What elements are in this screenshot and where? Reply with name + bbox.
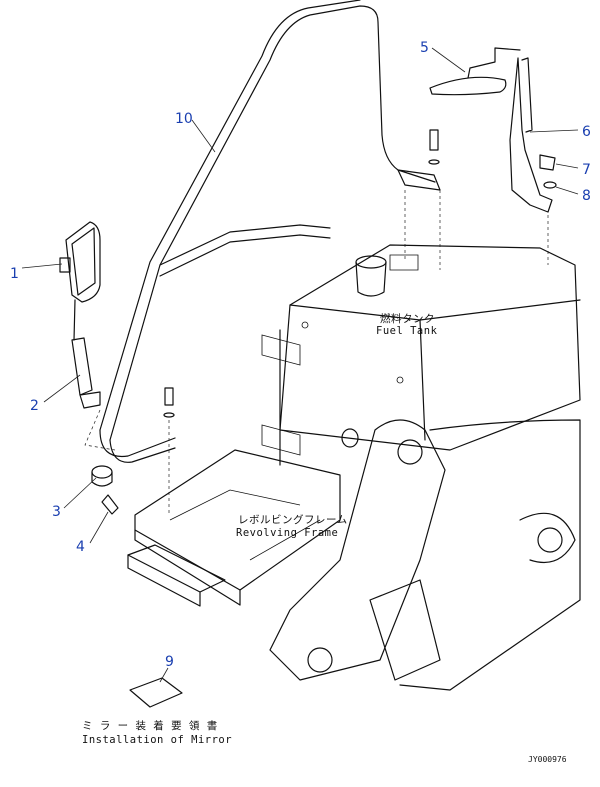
part-number-6: 6: [582, 124, 591, 140]
caution-label: [129, 677, 183, 708]
part-number-10: 10: [175, 111, 193, 127]
fuel-tank: [261, 244, 581, 466]
frame-bolt: [163, 387, 175, 515]
part-number-1: 1: [10, 266, 19, 282]
part-number-3: 3: [52, 504, 61, 520]
fuel-tank-label-en: Fuel Tank: [376, 325, 438, 337]
light-assembly: [404, 47, 557, 270]
part-number-8: 8: [582, 188, 591, 204]
part-number-9: 9: [165, 654, 174, 670]
part-number-2: 2: [30, 398, 39, 414]
drawing-id: JY000976: [528, 755, 567, 764]
part-number-5: 5: [420, 40, 429, 56]
fuel-tank-label-jp: 燃料タンク: [380, 312, 435, 325]
revolving-frame: [127, 419, 581, 691]
leader-lines: [21, 47, 579, 683]
diagram-title-jp: ミ ラ ー 装 着 要 領 書: [82, 719, 218, 732]
diagram-title-en: Installation of Mirror: [82, 734, 232, 746]
part-numbers: 1 2 3 4 5 6 7 8 9 10: [10, 40, 591, 670]
part-number-7: 7: [582, 162, 591, 178]
revolving-frame-label-en: Revolving Frame: [236, 527, 338, 539]
revolving-frame-label-jp: レボルビングフレーム: [238, 513, 348, 526]
mirror-assembly: [59, 221, 119, 515]
part-number-4: 4: [76, 539, 85, 555]
handrail: [99, 0, 441, 463]
